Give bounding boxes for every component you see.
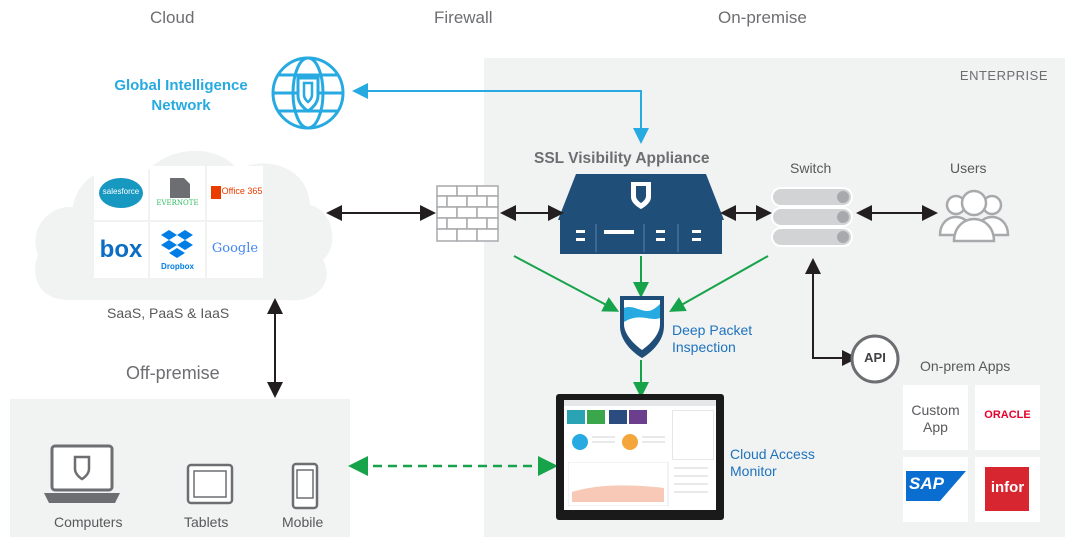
ssl-appliance-label: SSL Visibility Appliance [534, 150, 710, 167]
dpi-label-line1: Deep Packet [672, 322, 753, 338]
infor-logo: infor [990, 479, 1025, 496]
firewall-brick-icon [436, 185, 499, 242]
sap-logo-shape [906, 471, 966, 501]
enterprise-label: ENTERPRISE [959, 68, 1048, 83]
oracle-logo: ORACLE [984, 409, 1031, 421]
infor-logo-box [985, 467, 1029, 511]
google-logo: Google [211, 241, 259, 256]
google-tile: Google [207, 222, 263, 278]
salesforce-tile: salesforce [94, 166, 148, 220]
office365-tile: Office 365 [207, 166, 263, 220]
switch-icon [771, 187, 853, 247]
switch-label: Switch [790, 160, 832, 176]
custom-app-line2: App [923, 419, 948, 435]
monitor-screen [564, 400, 716, 510]
firewall-dpi-arrow [513, 255, 620, 312]
onprem-apps-label: On-prem Apps [920, 358, 1011, 374]
cam-label-line1: Cloud Access [730, 446, 815, 462]
appliance-icon [558, 174, 724, 254]
box-tile: box [94, 222, 148, 278]
infor-card: infor [975, 457, 1040, 522]
cam-label-line2: Monitor [730, 463, 777, 479]
api-label: API [864, 350, 886, 365]
dpi-label: Deep Packet Inspection [672, 322, 752, 356]
salesforce-logo: salesforce [102, 187, 140, 196]
tablet-icon [186, 463, 234, 505]
evernote-tile: EVERNOTE [150, 166, 205, 220]
api-icon [850, 334, 900, 384]
cam-label: Cloud Access Monitor [730, 446, 815, 480]
switch-dpi-arrow [669, 255, 769, 312]
monitor-frame [556, 394, 724, 520]
dropbox-logo: Dropbox [161, 262, 194, 271]
saas-label: SaaS, PaaS & IaaS [107, 305, 230, 321]
cloud-column-header: Cloud [150, 8, 195, 27]
computers-label: Computers [54, 514, 123, 530]
dropbox-tile: Dropbox [150, 222, 205, 278]
onpremise-column-header: On-premise [718, 8, 807, 27]
oracle-card: ORACLE [975, 385, 1040, 450]
laptop-icon [44, 444, 120, 503]
shield-icon [620, 296, 664, 358]
evernote-logo: EVERNOTE [156, 199, 199, 207]
gin-to-appliance-arrow [352, 83, 649, 144]
custom-app-card: Custom App [903, 385, 968, 450]
offpremise-label: Off-premise [126, 363, 220, 383]
mobile-label: Mobile [282, 514, 324, 530]
sap-logo: SAP [909, 474, 944, 493]
tablets-label: Tablets [184, 514, 229, 530]
box-logo: box [99, 236, 143, 263]
sap-card: SAP [903, 457, 968, 522]
mobile-icon [291, 462, 319, 510]
firewall-column-header: Firewall [434, 8, 493, 27]
global-network-line1: Global Intelligence [114, 77, 248, 94]
global-network-label: Global Intelligence Network [92, 76, 270, 116]
dpi-label-line2: Inspection [672, 339, 736, 355]
users-label: Users [950, 160, 987, 176]
switch-api-arrow [805, 258, 858, 366]
global-network-line2: Network [151, 97, 211, 114]
users-icon [938, 189, 1010, 243]
office365-logo: Office 365 [221, 186, 263, 196]
custom-app-line1: Custom [911, 402, 960, 418]
globe-shield-icon [271, 56, 345, 130]
